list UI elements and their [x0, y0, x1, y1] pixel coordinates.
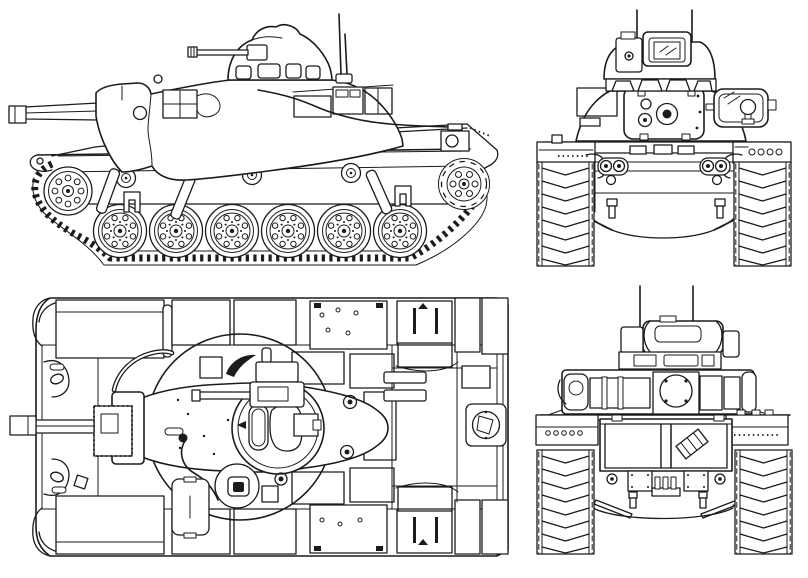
- muzzle-block: [9, 415, 37, 436]
- antenna-whip: [338, 13, 348, 75]
- hull-bottom-curve: [592, 507, 734, 520]
- mesh-basket: [293, 95, 332, 118]
- mesh-basket: [723, 376, 741, 410]
- mg-barrel: [195, 391, 251, 400]
- front-searchlight: [705, 88, 777, 128]
- side-turret: [95, 74, 404, 181]
- access-plate: [627, 470, 653, 492]
- shock-absorber: [95, 168, 121, 214]
- rear-cupola: [618, 315, 740, 370]
- front-headlights: [585, 153, 743, 186]
- rear-fenders: [535, 409, 789, 446]
- mg-barrel: [191, 49, 249, 56]
- exhaust-bar: [383, 389, 427, 402]
- diamond-marker: [73, 474, 89, 490]
- searchlight-bulb: [739, 98, 757, 116]
- vision-block: [637, 79, 663, 92]
- mg-body: [246, 44, 268, 61]
- tow-shackle: [698, 491, 708, 509]
- side-stowage-baskets: [292, 84, 394, 118]
- muzzle-block: [8, 105, 27, 124]
- front-turret: [575, 83, 747, 142]
- front-mudguard: [29, 154, 53, 172]
- plan-headlight-guards: [43, 360, 70, 496]
- tow-eye: [606, 198, 618, 219]
- front-tracks: [536, 161, 792, 267]
- rear-view-drawing: [535, 285, 793, 555]
- trunnion: [132, 105, 148, 121]
- right-track: [733, 161, 792, 267]
- searchlight-cable: [180, 440, 219, 501]
- tow-shackle: [628, 491, 638, 509]
- rear-plate: [466, 123, 499, 173]
- rear-deck-box: [440, 130, 470, 152]
- plan-mg-mount: [191, 347, 305, 408]
- turret-rear-cap: [659, 374, 693, 408]
- rear-bustle: [557, 369, 757, 415]
- phone-box: [465, 403, 507, 447]
- fender-curl: [32, 297, 56, 347]
- deck-box: [199, 356, 223, 379]
- side-antennas: [335, 13, 353, 84]
- front-lift-eye: [36, 157, 44, 165]
- cable-run: [257, 89, 449, 128]
- exhaust-bar: [383, 371, 427, 384]
- side-suspension: [43, 157, 491, 259]
- plan-left-deck-items: [73, 349, 279, 539]
- mesh-bin: [576, 87, 618, 117]
- fender-curl: [32, 507, 56, 557]
- gun-bore: [655, 102, 679, 126]
- mg-muzzle: [191, 389, 201, 402]
- side-gun: [8, 102, 99, 124]
- antenna-base: [335, 73, 353, 84]
- side-cupola: [187, 24, 333, 81]
- left-track: [536, 449, 595, 555]
- sight-glass: [653, 41, 681, 60]
- side-view-drawing: [8, 13, 499, 266]
- bump-stop: [123, 191, 141, 213]
- louver-grille: [397, 486, 453, 512]
- front-cupola: [603, 31, 717, 92]
- lift-eye: [153, 74, 163, 84]
- tail-light: [563, 373, 589, 411]
- front-view-drawing: [536, 9, 792, 267]
- rear-grilles: [599, 414, 733, 472]
- bump-stop: [394, 185, 412, 207]
- drive-sprocket: [437, 157, 491, 211]
- tow-eye: [714, 198, 726, 219]
- engine-grille: [670, 423, 728, 469]
- right-track: [734, 449, 793, 555]
- front-fenders: [536, 134, 792, 164]
- front-hull: [542, 141, 791, 239]
- louver-grille: [397, 342, 453, 368]
- cable-connector: [447, 123, 463, 131]
- vision-block: [693, 80, 713, 92]
- mud-deflector: [593, 499, 633, 519]
- sight-box: [642, 31, 692, 67]
- vision-block: [665, 79, 691, 92]
- plan-engine-deck: [391, 342, 507, 512]
- left-track: [536, 161, 595, 267]
- hatch-handles: [643, 320, 723, 353]
- access-plate: [683, 470, 709, 492]
- vision-block: [611, 80, 635, 92]
- idler-wheel: [43, 166, 93, 216]
- plan-mantlet-gun: [9, 391, 145, 465]
- shock-absorber: [365, 169, 393, 215]
- mg-muzzle: [187, 46, 198, 58]
- plan-view-drawing: [9, 297, 509, 557]
- plan-fender-boxes: [55, 297, 509, 555]
